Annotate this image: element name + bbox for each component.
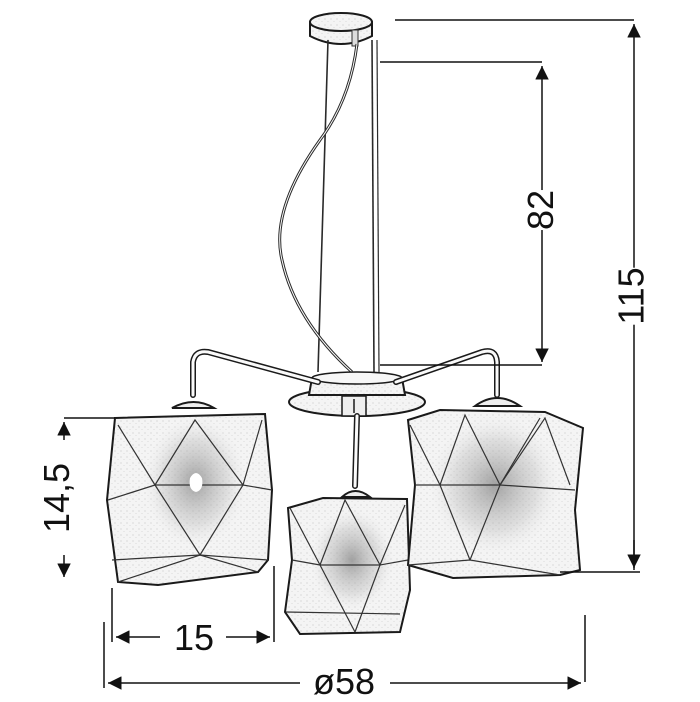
total-height-label: 115 — [610, 267, 652, 325]
right-shade — [406, 397, 585, 580]
total-diameter-label: ø58 — [313, 661, 376, 702]
left-shade — [105, 401, 274, 587]
ceiling-canopy — [309, 12, 373, 47]
suspension-height-label: 82 — [520, 189, 562, 231]
dimension-total-diameter — [103, 615, 586, 690]
center-shade — [283, 490, 412, 636]
lamp-arms — [190, 348, 500, 489]
shade-width-label: 15 — [174, 617, 215, 658]
shade-height-label: 14,5 — [36, 462, 78, 534]
dimension-suspension-height — [380, 61, 549, 366]
suspension-wires — [278, 39, 380, 374]
dimension-shade-height — [57, 417, 115, 577]
central-hub — [288, 371, 426, 417]
dimension-shade-width — [111, 566, 275, 644]
